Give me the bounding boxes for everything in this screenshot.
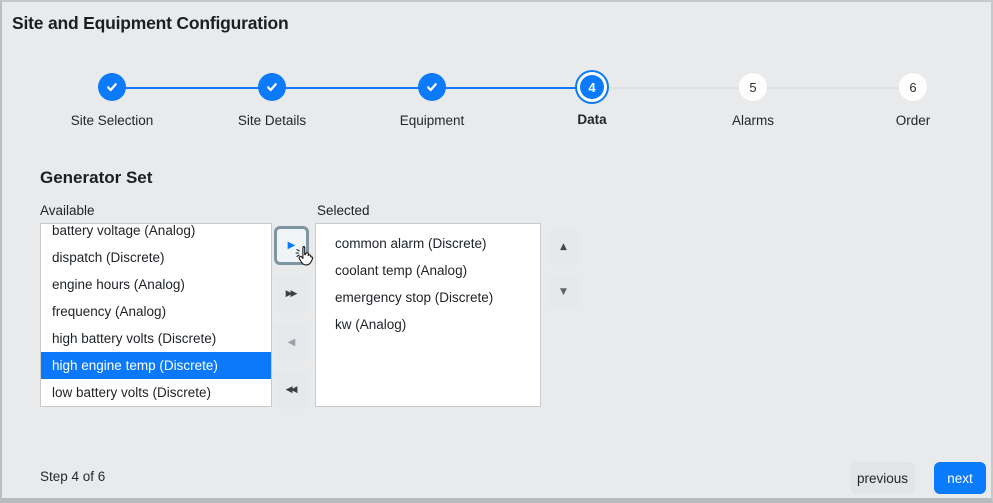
step-label: Alarms	[731, 113, 774, 128]
check-icon	[107, 83, 117, 92]
available-option[interactable]: high battery volts (Discrete)	[52, 331, 217, 346]
step-alarms[interactable]: 5 Alarms	[673, 73, 833, 128]
move-right-button[interactable]: ▶	[274, 226, 309, 265]
double-left-arrow-icon: ◀◀	[285, 385, 298, 395]
down-arrow-icon: ▼	[560, 287, 567, 297]
next-button[interactable]: next	[934, 462, 986, 494]
step-label: Order	[895, 113, 931, 128]
step-current-circle: 4	[580, 75, 604, 99]
step-complete-circle	[98, 73, 126, 101]
step-label: Data	[577, 112, 607, 127]
step-complete-circle	[258, 73, 286, 101]
available-label: Available	[40, 203, 95, 218]
move-left-button[interactable]: ◀	[274, 323, 309, 361]
section-title: Generator Set	[40, 168, 153, 187]
available-option[interactable]: frequency (Analog)	[52, 304, 167, 319]
step-site-details[interactable]: Site Details	[192, 73, 352, 128]
selected-option[interactable]: emergency stop (Discrete)	[335, 290, 494, 305]
check-icon	[427, 83, 437, 92]
selected-listbox[interactable]: common alarm (Discrete) coolant temp (An…	[315, 223, 541, 407]
up-arrow-icon: ▲	[560, 242, 567, 252]
selected-option[interactable]: common alarm (Discrete)	[335, 236, 487, 251]
step-label: Site Details	[237, 113, 307, 128]
previous-button[interactable]: previous	[850, 462, 915, 494]
step-label: Site Selection	[70, 113, 154, 128]
selected-option[interactable]: kw (Analog)	[335, 317, 407, 332]
step-complete-circle	[418, 73, 446, 101]
step-site-selection[interactable]: Site Selection	[32, 73, 192, 128]
available-option[interactable]: low battery volts (Discrete)	[52, 385, 212, 400]
available-option[interactable]: engine hours (Analog)	[52, 277, 185, 292]
right-arrow-icon: ▶	[287, 240, 296, 251]
selected-label: Selected	[317, 203, 370, 218]
move-all-left-button[interactable]: ◀◀	[274, 371, 309, 409]
stepper-connector-completed	[112, 87, 592, 89]
move-down-button[interactable]: ▼	[548, 274, 579, 310]
step-indicator: Step 4 of 6	[40, 469, 106, 484]
available-option[interactable]: battery voltage (Analog)	[52, 223, 196, 238]
stepper: Site Selection Site Details Equipment 4 …	[30, 2, 993, 142]
step-label: Equipment	[399, 113, 465, 128]
available-listbox[interactable]: battery voltage (Analog) dispatch (Discr…	[40, 223, 272, 407]
page-title: Site and Equipment Configuration	[12, 13, 289, 33]
move-all-right-button[interactable]: ▶▶	[274, 275, 309, 313]
step-data-current[interactable]: 4 Data	[512, 73, 672, 127]
move-up-button[interactable]: ▲	[548, 229, 579, 265]
check-icon	[267, 83, 277, 92]
available-option[interactable]: dispatch (Discrete)	[52, 250, 165, 265]
step-equipment[interactable]: Equipment	[352, 73, 512, 128]
available-option-selected[interactable]: high engine temp (Discrete)	[41, 352, 271, 379]
step-upcoming-circle: 6	[899, 73, 927, 101]
step-upcoming-circle: 5	[739, 73, 767, 101]
double-right-arrow-icon: ▶▶	[285, 289, 298, 299]
step-order[interactable]: 6 Order	[833, 73, 993, 128]
left-arrow-icon: ◀	[287, 336, 296, 348]
selected-option[interactable]: coolant temp (Analog)	[335, 263, 468, 278]
